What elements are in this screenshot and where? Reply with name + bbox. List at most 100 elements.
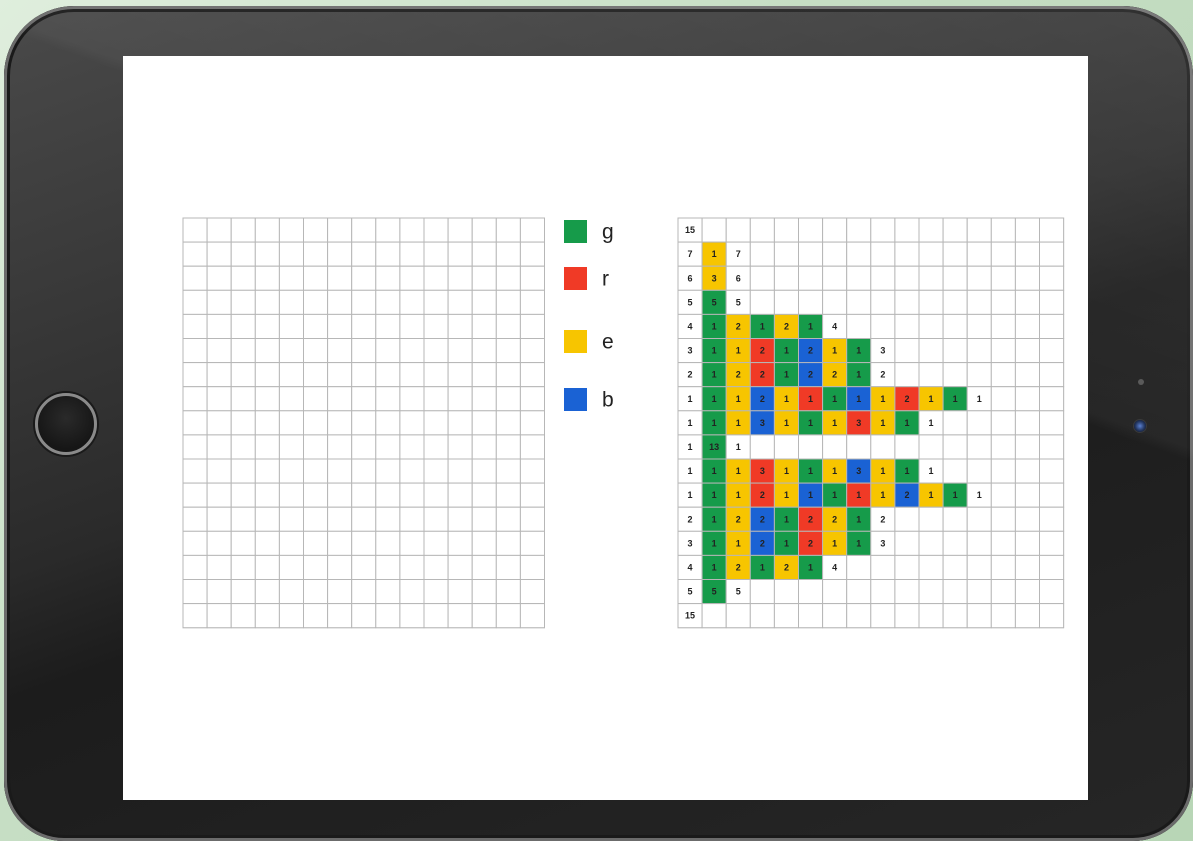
grid-cell[interactable] (1015, 483, 1039, 507)
grid-cell[interactable] (520, 363, 544, 387)
grid-cell[interactable] (967, 604, 991, 628)
grid-cell[interactable] (823, 435, 847, 459)
grid-cell[interactable] (991, 218, 1015, 242)
grid-cell[interactable] (1040, 411, 1064, 435)
grid-cell[interactable] (774, 266, 798, 290)
grid-cell[interactable] (943, 531, 967, 555)
grid-cell[interactable] (847, 266, 871, 290)
grid-cell[interactable] (943, 266, 967, 290)
grid-cell[interactable] (376, 411, 400, 435)
grid-cell[interactable] (895, 218, 919, 242)
grid-cell[interactable] (991, 411, 1015, 435)
grid-cell[interactable] (400, 411, 424, 435)
grid-cell[interactable] (352, 242, 376, 266)
grid-cell[interactable] (255, 218, 279, 242)
grid-cell[interactable] (991, 604, 1015, 628)
grid-cell[interactable] (472, 242, 496, 266)
grid-cell[interactable] (496, 387, 520, 411)
grid-cell[interactable] (207, 483, 231, 507)
grid-cell[interactable] (255, 290, 279, 314)
grid-cell[interactable] (496, 363, 520, 387)
grid-cell[interactable] (400, 242, 424, 266)
grid-cell[interactable] (496, 483, 520, 507)
grid-cell[interactable] (847, 604, 871, 628)
grid-cell[interactable] (207, 363, 231, 387)
grid-cell[interactable] (1015, 555, 1039, 579)
grid-cell[interactable] (207, 604, 231, 628)
grid-cell[interactable] (967, 314, 991, 338)
grid-cell[interactable] (943, 459, 967, 483)
grid-cell[interactable] (967, 411, 991, 435)
grid-cell[interactable] (823, 266, 847, 290)
grid-cell[interactable] (183, 314, 207, 338)
grid-cell[interactable] (774, 580, 798, 604)
grid-cell[interactable] (1015, 411, 1039, 435)
grid-cell[interactable] (472, 387, 496, 411)
grid-cell[interactable] (943, 555, 967, 579)
grid-cell[interactable] (328, 459, 352, 483)
grid-cell[interactable] (448, 266, 472, 290)
grid-cell[interactable] (895, 580, 919, 604)
grid-cell[interactable] (207, 218, 231, 242)
grid-cell[interactable] (424, 363, 448, 387)
grid-cell[interactable] (183, 531, 207, 555)
grid-cell[interactable] (328, 266, 352, 290)
grid-cell[interactable] (400, 580, 424, 604)
grid-cell[interactable] (255, 507, 279, 531)
grid-cell[interactable] (991, 387, 1015, 411)
grid-cell[interactable] (231, 411, 255, 435)
grid-cell[interactable] (328, 339, 352, 363)
grid-cell[interactable] (183, 507, 207, 531)
grid-cell[interactable] (352, 531, 376, 555)
grid-cell[interactable] (183, 604, 207, 628)
grid-cell[interactable] (1040, 459, 1064, 483)
grid-cell[interactable] (1040, 314, 1064, 338)
grid-cell[interactable] (520, 218, 544, 242)
grid-cell[interactable] (448, 218, 472, 242)
grid-cell[interactable] (991, 314, 1015, 338)
grid-cell[interactable] (472, 339, 496, 363)
grid-cell[interactable] (207, 580, 231, 604)
grid-cell[interactable] (231, 483, 255, 507)
grid-cell[interactable] (424, 387, 448, 411)
grid-cell[interactable] (967, 555, 991, 579)
grid-cell[interactable] (231, 363, 255, 387)
grid-cell[interactable] (304, 507, 328, 531)
grid-cell[interactable] (376, 387, 400, 411)
grid-cell[interactable] (774, 242, 798, 266)
grid-cell[interactable] (183, 242, 207, 266)
grid-cell[interactable] (726, 604, 750, 628)
grid-cell[interactable] (376, 339, 400, 363)
grid-cell[interactable] (328, 387, 352, 411)
grid-cell[interactable] (207, 290, 231, 314)
grid-cell[interactable] (823, 218, 847, 242)
grid-cell[interactable] (448, 435, 472, 459)
grid-cell[interactable] (750, 290, 774, 314)
grid-cell[interactable] (1040, 507, 1064, 531)
grid-cell[interactable] (1040, 435, 1064, 459)
grid-cell[interactable] (352, 411, 376, 435)
grid-cell[interactable] (183, 483, 207, 507)
grid-cell[interactable] (919, 314, 943, 338)
grid-cell[interactable] (823, 290, 847, 314)
grid-cell[interactable] (400, 339, 424, 363)
grid-cell[interactable] (750, 218, 774, 242)
grid-cell[interactable] (847, 435, 871, 459)
grid-cell[interactable] (774, 435, 798, 459)
grid-cell[interactable] (750, 266, 774, 290)
grid-cell[interactable] (991, 580, 1015, 604)
grid-cell[interactable] (231, 459, 255, 483)
grid-cell[interactable] (943, 604, 967, 628)
grid-cell[interactable] (328, 507, 352, 531)
grid-cell[interactable] (991, 266, 1015, 290)
grid-cell[interactable] (304, 459, 328, 483)
grid-cell[interactable] (967, 242, 991, 266)
grid-cell[interactable] (352, 290, 376, 314)
grid-cell[interactable] (255, 459, 279, 483)
grid-cell[interactable] (328, 218, 352, 242)
grid-cell[interactable] (750, 580, 774, 604)
grid-cell[interactable] (304, 290, 328, 314)
grid-cell[interactable] (520, 411, 544, 435)
grid-cell[interactable] (1015, 580, 1039, 604)
grid-cell[interactable] (207, 459, 231, 483)
